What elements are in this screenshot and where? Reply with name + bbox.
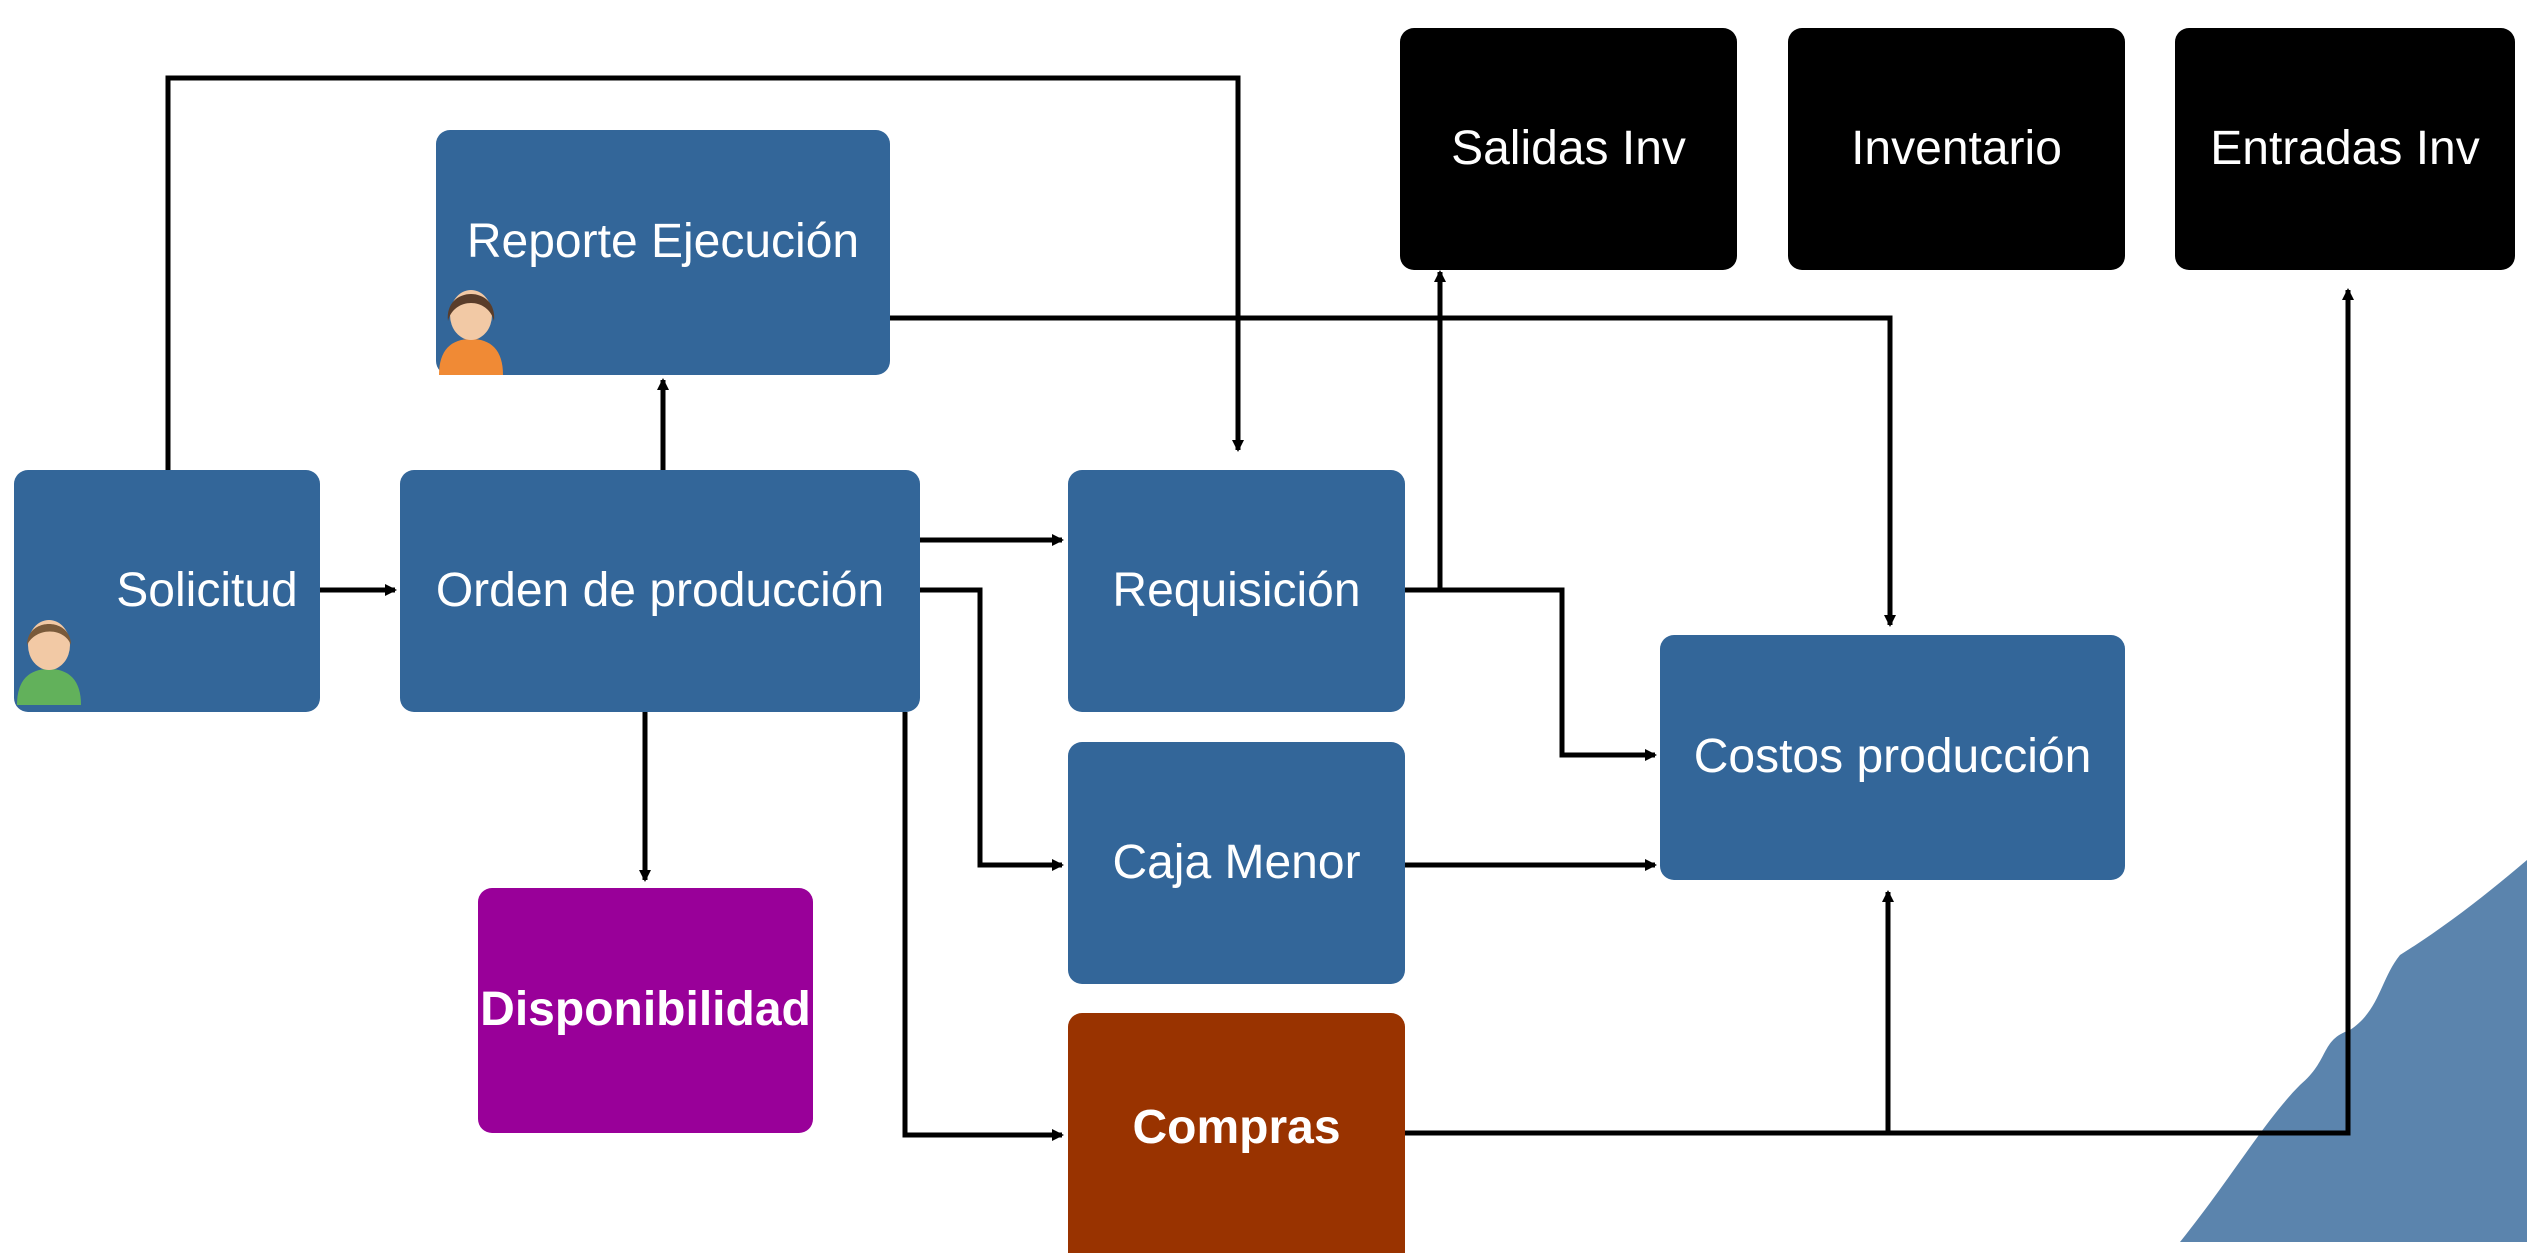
user-icon bbox=[17, 620, 81, 705]
node-caja-menor[interactable]: Caja Menor bbox=[1068, 742, 1405, 984]
edge-compras-entradas bbox=[1888, 288, 2354, 1136]
node-orden-label: Orden de producción bbox=[435, 563, 885, 617]
edge-reporte-costos bbox=[890, 315, 1896, 627]
user-icon bbox=[439, 290, 503, 375]
node-reporte-label: Reporte Ejecución bbox=[466, 215, 860, 269]
node-entradas-inv[interactable]: Entradas Inv bbox=[2175, 28, 2515, 270]
node-caja-label: Caja Menor bbox=[1112, 835, 1361, 889]
edge-compras-costos bbox=[1405, 890, 1894, 1136]
node-reporte-ejecucion[interactable]: Reporte Ejecución bbox=[436, 130, 890, 375]
node-requisicion-label: Requisición bbox=[1112, 563, 1361, 617]
node-requisicion[interactable]: Requisición bbox=[1068, 470, 1405, 712]
node-compras-label: Compras bbox=[1132, 1100, 1341, 1154]
node-salidas-label: Salidas Inv bbox=[1451, 121, 1686, 175]
edge-solicitud-requisicion bbox=[165, 75, 1244, 470]
node-inventario-label: Inventario bbox=[1851, 121, 2062, 175]
node-disponibilidad-label: Disponibilidad bbox=[480, 983, 811, 1037]
node-solicitud[interactable]: Solicitud bbox=[14, 470, 320, 712]
decorative-corner-shape bbox=[2180, 860, 2527, 1242]
node-disponibilidad[interactable]: Disponibilidad bbox=[478, 888, 813, 1133]
node-entradas-label: Entradas Inv bbox=[2210, 121, 2480, 175]
node-orden-produccion[interactable]: Orden de producción bbox=[400, 470, 920, 712]
edge-orden-caja bbox=[920, 587, 1064, 871]
node-costos-produccion[interactable]: Costos producción bbox=[1660, 635, 2125, 880]
node-compras[interactable]: Compras bbox=[1068, 1013, 1405, 1253]
node-solicitud-label: Solicitud bbox=[116, 563, 298, 617]
node-salidas-inv[interactable]: Salidas Inv bbox=[1400, 28, 1737, 270]
node-costos-label: Costos producción bbox=[1693, 730, 2092, 784]
node-inventario[interactable]: Inventario bbox=[1788, 28, 2125, 270]
edge-requisicion-costos bbox=[1405, 587, 1657, 761]
edge-orden-compras bbox=[902, 712, 1064, 1141]
